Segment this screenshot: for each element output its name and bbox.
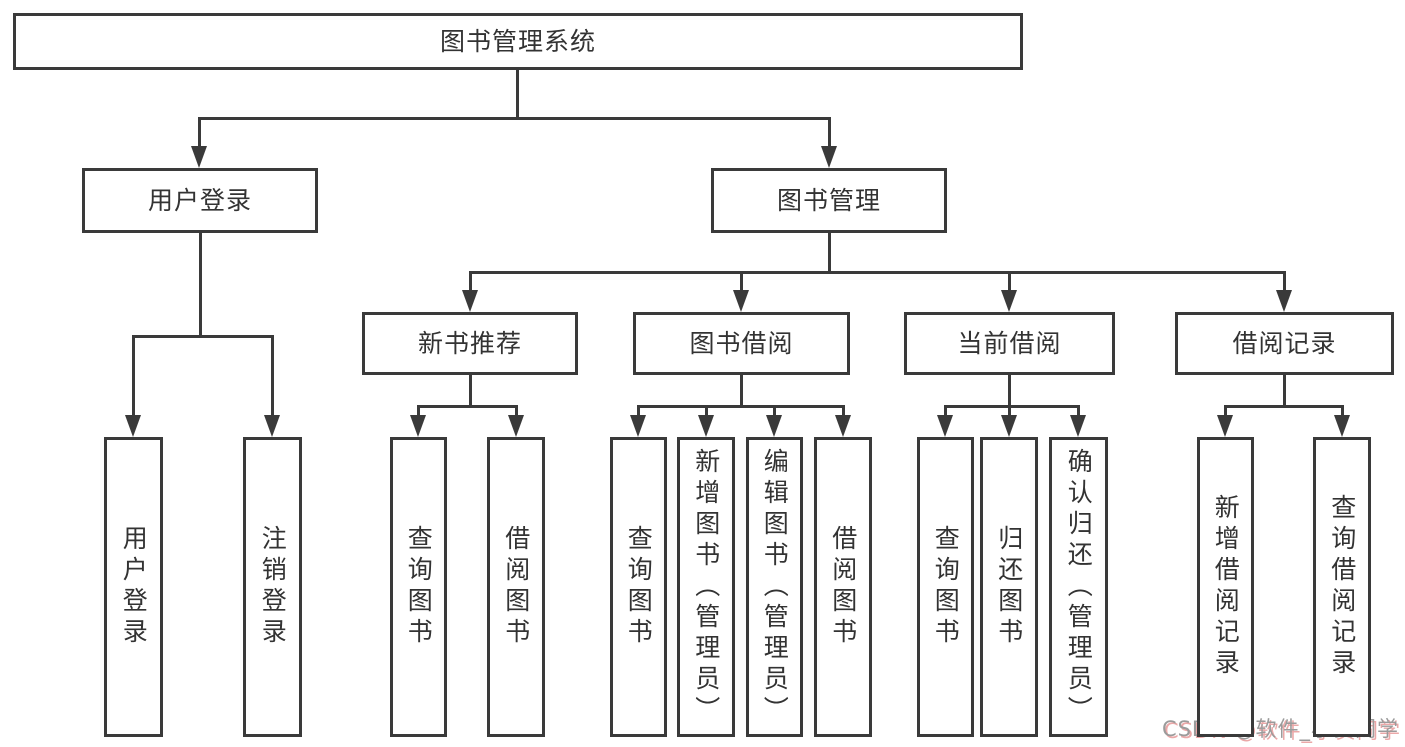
arrowhead-down-icon: [1001, 290, 1017, 312]
user-login-split-stem: [198, 233, 202, 338]
node-v-confirm-return: 确认归还（管理员）: [1049, 437, 1108, 737]
book-mgmt-split-rail: [468, 270, 1286, 274]
new-book-split-rail: [416, 404, 518, 408]
arrowhead-down-icon: [191, 146, 207, 168]
current-borrow-split-rail: [943, 404, 1080, 408]
node-label: 查询图书: [404, 525, 434, 649]
node-label: 新增借阅记录: [1211, 494, 1241, 680]
node-label: 查询图书: [931, 525, 961, 649]
arrowhead-down-icon: [264, 415, 280, 437]
book-borrow-split-shaft: [704, 406, 708, 418]
current-borrow-split-shaft: [1007, 406, 1011, 418]
arrowhead-down-icon: [125, 415, 141, 437]
book-borrow-split-shaft: [772, 406, 776, 418]
book-borrow-split-shaft: [841, 406, 845, 418]
arrowhead-down-icon: [1070, 415, 1086, 437]
book-mgmt-split-shaft: [1282, 272, 1286, 293]
node-v-return-book: 归还图书: [980, 437, 1038, 737]
book-mgmt-split-stem: [827, 233, 831, 274]
node-v-query-book-3: 查询图书: [917, 437, 974, 737]
root-split-shaft: [827, 118, 831, 149]
arrowhead-down-icon: [1001, 415, 1017, 437]
node-v-edit-book: 编辑图书（管理员）: [746, 437, 803, 737]
new-book-split-shaft: [416, 406, 420, 418]
node-new-book-recommend: 新书推荐: [362, 312, 578, 375]
node-label: 查询借阅记录: [1327, 494, 1357, 680]
arrowhead-down-icon: [698, 415, 714, 437]
records-split-rail: [1223, 404, 1344, 408]
arrowhead-down-icon: [835, 415, 851, 437]
root-split-stem: [515, 70, 519, 120]
node-label: 借阅记录: [1232, 328, 1337, 358]
root-split-shaft: [197, 118, 201, 149]
node-v-add-book: 新增图书（管理员）: [677, 437, 735, 737]
node-label: 借阅图书: [501, 525, 531, 649]
node-root: 图书管理系统: [13, 13, 1023, 70]
node-v-user-login: 用户登录: [104, 437, 163, 737]
node-label: 编辑图书（管理员）: [760, 447, 790, 727]
arrowhead-down-icon: [733, 290, 749, 312]
node-v-query-book-1: 查询图书: [390, 437, 447, 737]
node-book-management: 图书管理: [711, 168, 947, 233]
book-mgmt-split-shaft: [468, 272, 472, 293]
user-login-split-shaft: [131, 336, 135, 418]
node-v-logout: 注销登录: [243, 437, 302, 737]
node-current-borrow: 当前借阅: [904, 312, 1115, 375]
node-label: 图书管理系统: [439, 26, 596, 56]
records-split-shaft: [1223, 406, 1227, 418]
arrowhead-down-icon: [937, 415, 953, 437]
new-book-split-stem: [468, 375, 472, 408]
arrowhead-down-icon: [1276, 290, 1292, 312]
node-v-query-borrow-record: 查询借阅记录: [1313, 437, 1371, 737]
node-label: 借阅图书: [828, 525, 858, 649]
book-mgmt-split-shaft: [739, 272, 743, 293]
node-label: 归还图书: [994, 525, 1024, 649]
book-borrow-split-stem: [739, 375, 743, 408]
user-login-split-rail: [131, 334, 274, 338]
node-label: 新书推荐: [417, 328, 522, 358]
arrowhead-down-icon: [1217, 415, 1233, 437]
node-label: 注销登录: [258, 525, 288, 649]
node-v-add-borrow-record: 新增借阅记录: [1197, 437, 1254, 737]
root-split-rail: [197, 116, 831, 120]
node-label: 图书借阅: [689, 328, 794, 358]
node-v-borrow-book-2: 借阅图书: [814, 437, 872, 737]
node-label: 当前借阅: [957, 328, 1062, 358]
node-label: 用户登录: [119, 525, 149, 649]
arrowhead-down-icon: [766, 415, 782, 437]
arrowhead-down-icon: [821, 146, 837, 168]
arrowhead-down-icon: [462, 290, 478, 312]
arrowhead-down-icon: [1334, 415, 1350, 437]
node-v-query-book-2: 查询图书: [610, 437, 667, 737]
book-mgmt-split-shaft: [1007, 272, 1011, 293]
node-label: 查询图书: [624, 525, 654, 649]
node-borrow-records: 借阅记录: [1175, 312, 1394, 375]
node-label: 确认归还（管理员）: [1064, 447, 1094, 727]
node-label: 图书管理: [776, 185, 881, 215]
arrowhead-down-icon: [410, 415, 426, 437]
arrowhead-down-icon: [630, 415, 646, 437]
user-login-split-shaft: [270, 336, 274, 418]
current-borrow-split-stem: [1007, 375, 1011, 408]
current-borrow-split-shaft: [943, 406, 947, 418]
current-borrow-split-shaft: [1076, 406, 1080, 418]
node-label: 新增图书（管理员）: [691, 447, 721, 727]
node-label: 用户登录: [147, 185, 252, 215]
node-user-login: 用户登录: [82, 168, 318, 233]
node-book-borrow: 图书借阅: [633, 312, 850, 375]
book-borrow-split-shaft: [636, 406, 640, 418]
records-split-stem: [1282, 375, 1286, 408]
records-split-shaft: [1340, 406, 1344, 418]
new-book-split-shaft: [514, 406, 518, 418]
node-v-borrow-book-1: 借阅图书: [487, 437, 545, 737]
arrowhead-down-icon: [508, 415, 524, 437]
book-borrow-split-rail: [636, 404, 845, 408]
